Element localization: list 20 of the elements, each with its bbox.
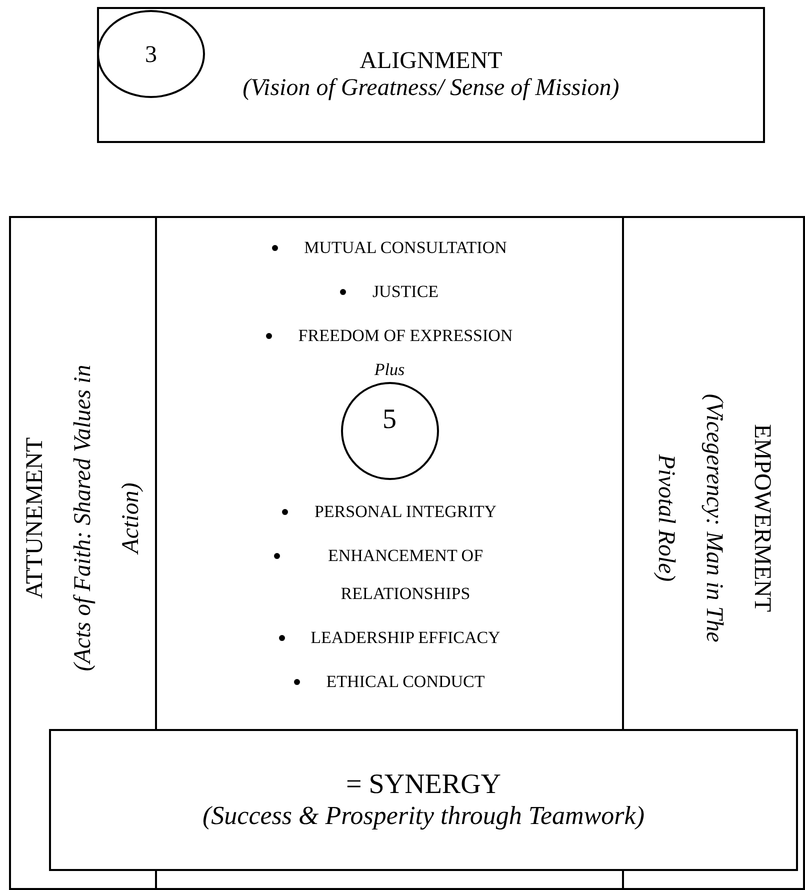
bullet-text: PERSONAL INTEGRITY [314, 501, 497, 523]
bullet-text: FREEDOM OF EXPRESSION [298, 325, 513, 347]
heading-text: ALIGNMENT [360, 48, 502, 75]
heading-text: EMPOWERMENT [748, 423, 776, 614]
bullet-text: ETHICAL CONDUCT [326, 671, 485, 693]
number-circle: 5 [340, 382, 438, 480]
heading-text: = SYNERGY [346, 769, 502, 801]
title-box [97, 7, 765, 143]
bullet-text: LEADERSHIP EFFICACY [310, 627, 500, 649]
number-circle: 3 [97, 10, 205, 98]
subtitle-text: (Success & Prosperity through Teamwork) [202, 801, 644, 831]
caption-text: Plus [374, 360, 405, 380]
subtitle-text: (Acts of Faith: Shared Values in Action) [69, 364, 145, 673]
bullet-text: ENHANCEMENT OF RELATIONSHIPS [326, 545, 484, 605]
bullet-text: MUTUAL CONSULTATION [304, 237, 507, 259]
subtitle-text: (Vicegerency: Man in The Pivotal Role) [652, 392, 728, 644]
subtitle-text: (Vision of Greatness/ Sense of Mission) [242, 75, 620, 102]
heading-text: ATTUNEMENT [21, 436, 49, 601]
result-box [49, 729, 798, 871]
bullet-text: JUSTICE [372, 281, 439, 303]
